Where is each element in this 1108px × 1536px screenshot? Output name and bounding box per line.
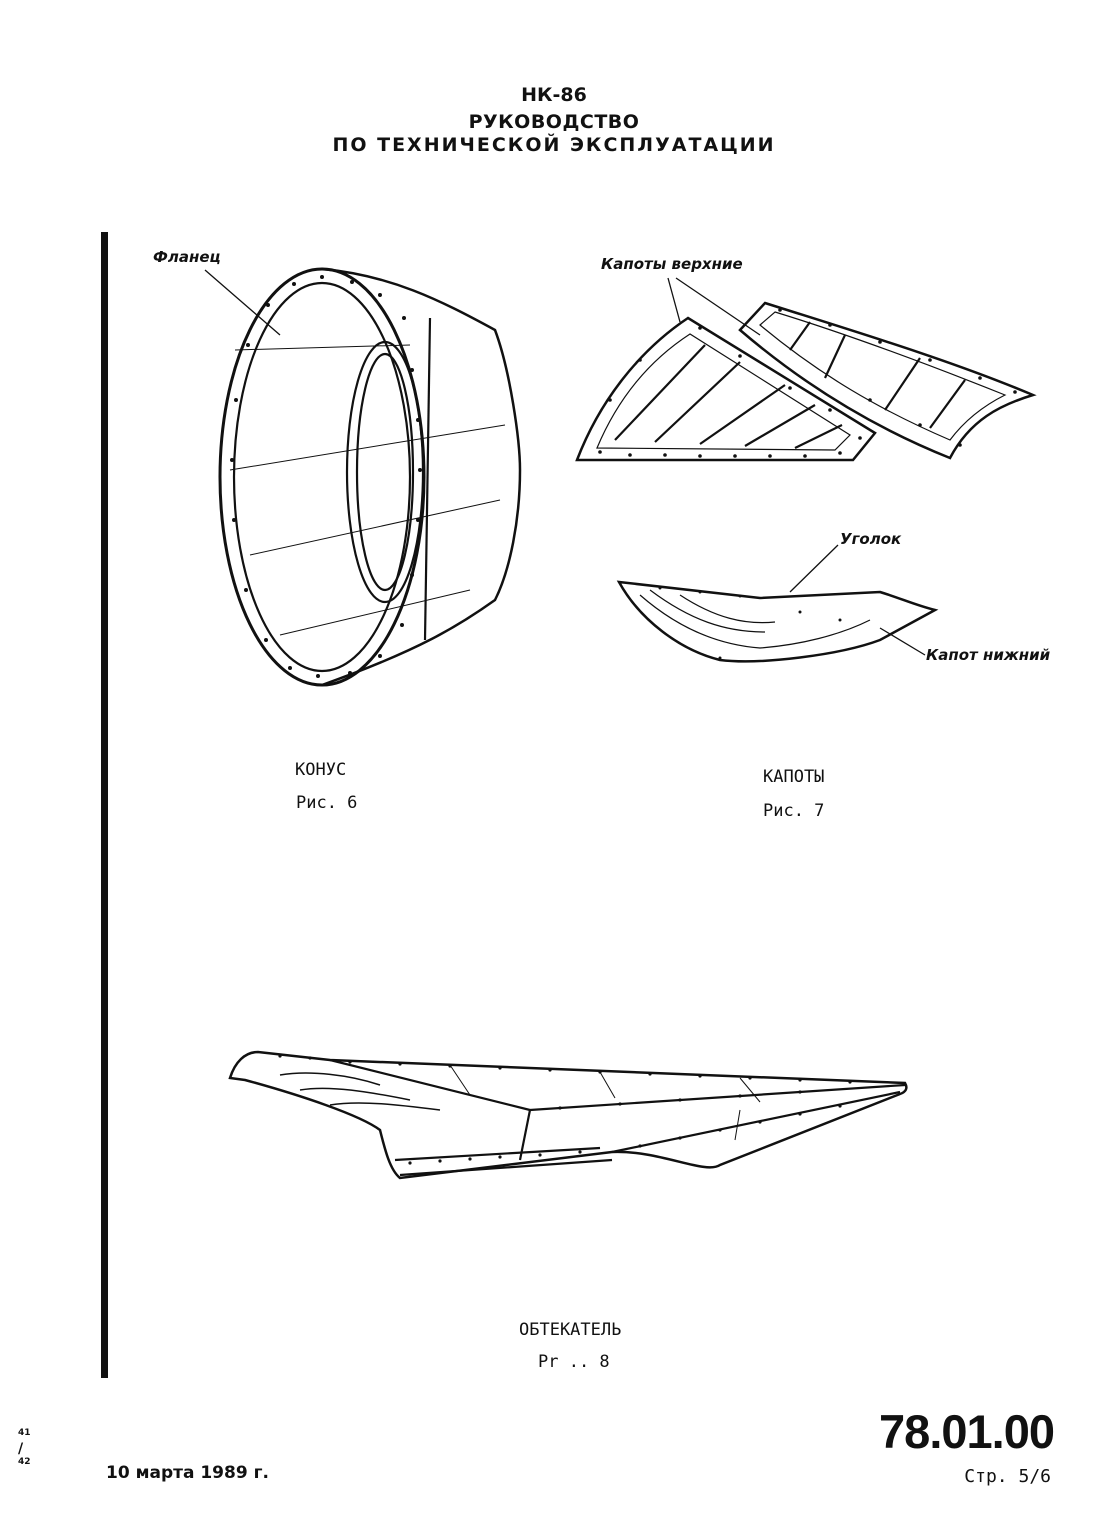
document-number: 78.01.00 — [879, 1405, 1055, 1458]
manual-subtitle: ПО ТЕХНИЧЕСКОЙ ЭКСПЛУАТАЦИИ — [332, 134, 776, 156]
angle-callout: Уголок — [840, 530, 902, 548]
cowlings-figure-title: КАПОТЫ — [763, 767, 825, 787]
lower-cowling-callout: Капот нижний — [926, 646, 1051, 664]
revision-date: 10 марта 1989 г. — [106, 1463, 269, 1483]
fairing-figure-number: Рr .. 8 — [538, 1352, 610, 1372]
flange-callout: Фланец — [153, 248, 221, 266]
cone-figure-title: КОНУС — [295, 760, 347, 780]
cowlings-figure-number: Рис. 7 — [763, 801, 825, 821]
side-mark-bottom: 42 — [18, 1457, 31, 1467]
side-mark-top: 41 — [18, 1428, 31, 1438]
side-mark-slash: / — [18, 1441, 24, 1457]
fairing-figure-title: ОБТЕКАТЕЛЬ — [519, 1320, 622, 1340]
cone-figure-number: Рис. 6 — [296, 793, 358, 813]
manual-title: РУКОВОДСТВО — [468, 111, 640, 133]
manual-model-title: НК-86 — [521, 84, 587, 106]
upper-cowlings-callout: Капоты верхние — [601, 255, 743, 273]
margin-bar — [101, 232, 108, 1378]
page-number: Стр. 5/6 — [964, 1466, 1051, 1487]
